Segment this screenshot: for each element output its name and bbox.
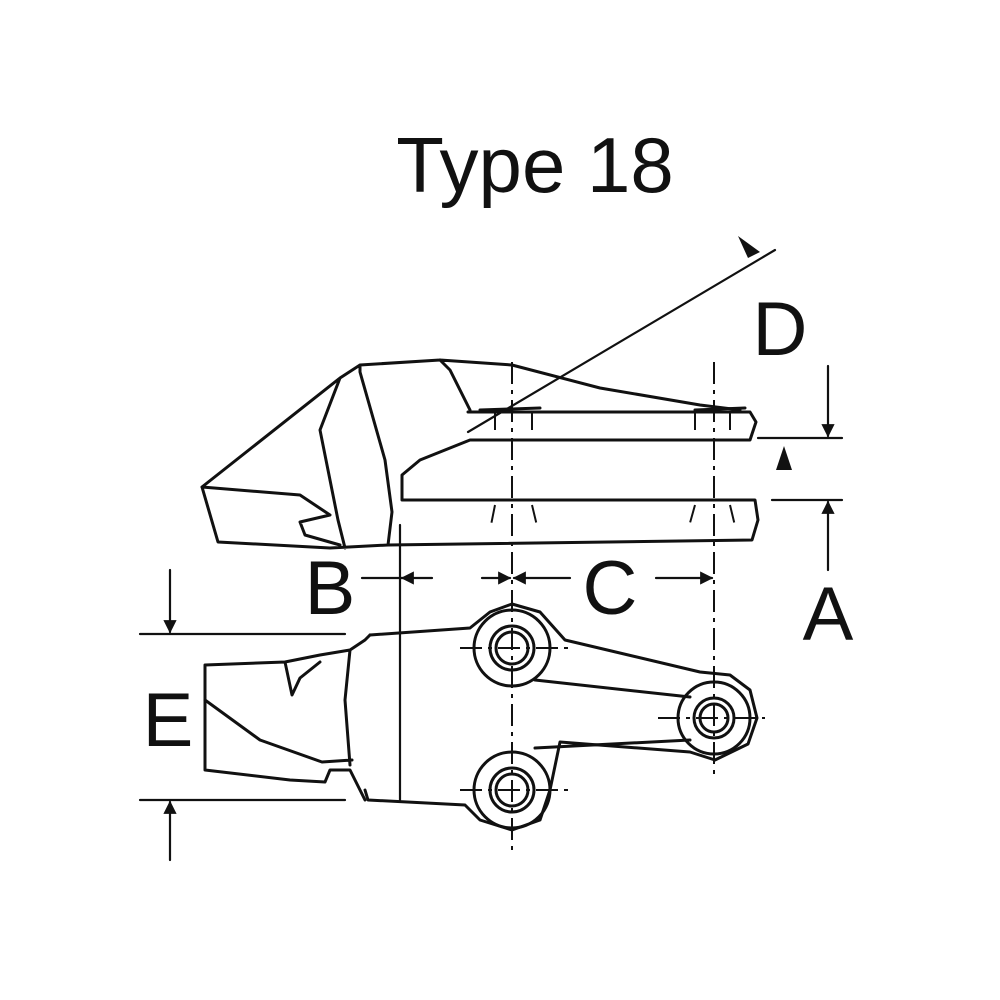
dimension-a-label: A	[803, 572, 854, 657]
top-view-inner-rib-top	[533, 678, 692, 699]
side-view-hidden-pin-2	[687, 412, 737, 531]
side-view	[200, 358, 760, 550]
dimension-b-label: B	[305, 546, 356, 631]
dimension-d-arrowhead	[738, 236, 760, 258]
side-view-top-flange	[478, 406, 747, 412]
top-view-adapter-body	[363, 602, 759, 832]
dimension-e-label: E	[143, 678, 194, 763]
dimension-c-label: C	[583, 546, 638, 631]
side-view-tooth-tip	[200, 358, 742, 550]
side-view-hidden-pin-1	[489, 412, 539, 531]
dimension-d-label: D	[753, 287, 808, 372]
side-view-adapter-body	[386, 410, 760, 547]
dimension-d-line	[466, 248, 777, 434]
diagram-title: Type 18	[396, 121, 674, 209]
top-view-inner-rib-bottom	[533, 738, 692, 750]
top-view	[203, 602, 765, 832]
dimension-a-small-arrow	[776, 446, 792, 470]
top-view-tooth-tip	[203, 633, 372, 802]
